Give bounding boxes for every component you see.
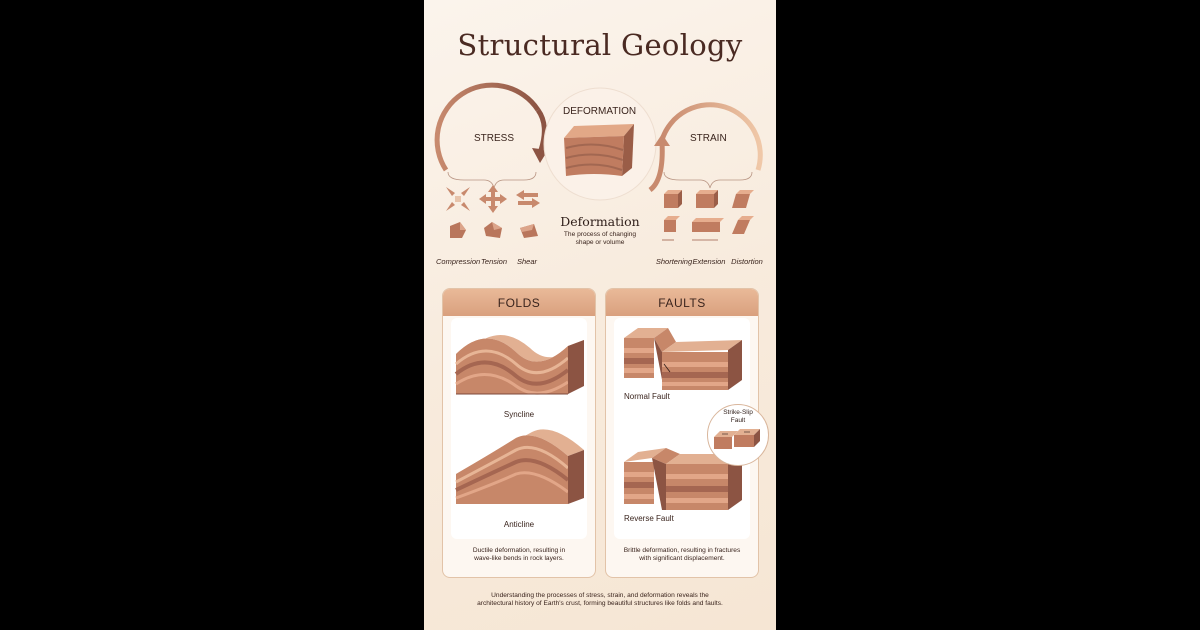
strike-slip-label-2: Fault <box>730 417 746 424</box>
anticline-block-icon <box>455 429 584 504</box>
footer-line-1: Understanding the processes of stress, s… <box>491 592 709 599</box>
strain-arc <box>659 102 763 171</box>
normal-fault-label: Normal Fault <box>624 392 670 401</box>
syncline-block-icon <box>454 335 584 395</box>
compression-arrows-icon <box>446 187 470 211</box>
deformed-rock-block-icon <box>564 124 634 176</box>
cycle-diagram <box>434 82 763 201</box>
anticline-label: Anticline <box>503 520 535 529</box>
folds-desc-line-2: wave-like bends in rock layers. <box>474 555 564 562</box>
stress-arrow-icons <box>446 185 540 238</box>
folds-header: FOLDS <box>443 289 595 316</box>
shear-arrows-icon <box>516 190 540 208</box>
strain-type-distortion: Distortion <box>731 257 763 266</box>
arrow-head-icon <box>654 134 670 146</box>
folds-panel: FOLDS Syncline Anticline Duct <box>442 288 596 578</box>
syncline-label: Syncline <box>503 410 535 419</box>
footer-line-2: architectural history of Earth's crust, … <box>477 600 723 607</box>
strain-type-shortening: Shortening <box>655 257 693 266</box>
stress-type-compression: Compression <box>436 257 481 266</box>
tension-arrows-icon <box>479 185 507 213</box>
definition-line-1: The process of changing <box>563 231 637 238</box>
stress-arc <box>434 82 541 172</box>
stress-type-tension: Tension <box>481 257 507 266</box>
strain-block-icons <box>662 190 754 241</box>
stress-type-shear: Shear <box>516 257 537 266</box>
folds-illustration-area: Syncline Anticline <box>451 318 587 539</box>
infographic-poster: Structural Geology STRE <box>424 0 776 630</box>
stress-label: STRESS <box>474 133 515 144</box>
folds-desc-line-1: Ductile deformation, resulting in <box>472 547 566 554</box>
arrow-head-icon <box>532 148 548 163</box>
definition-term: Deformation <box>560 214 640 229</box>
faults-header: FAULTS <box>606 289 758 316</box>
strike-slip-block-icon <box>714 429 760 449</box>
reverse-fault-label: Reverse Fault <box>624 514 674 523</box>
strike-slip-inset: Strike-Slip Fault <box>707 404 769 466</box>
page-title: Structural Geology <box>457 28 743 62</box>
strain-type-extension: Extension <box>692 257 726 266</box>
faults-panel: FAULTS Normal Fault <box>605 288 759 578</box>
faults-desc-line-2: with significant displacement. <box>639 555 725 562</box>
faults-desc-line-1: Brittle deformation, resulting in fractu… <box>623 547 741 554</box>
reverse-fault-block-icon <box>624 448 742 510</box>
definition-line-2: shape or volume <box>575 239 625 246</box>
deformation-label: DEFORMATION <box>563 106 637 117</box>
strain-label: STRAIN <box>690 133 727 144</box>
strike-slip-label-1: Strike-Slip <box>723 409 753 416</box>
normal-fault-block-icon <box>624 328 742 390</box>
